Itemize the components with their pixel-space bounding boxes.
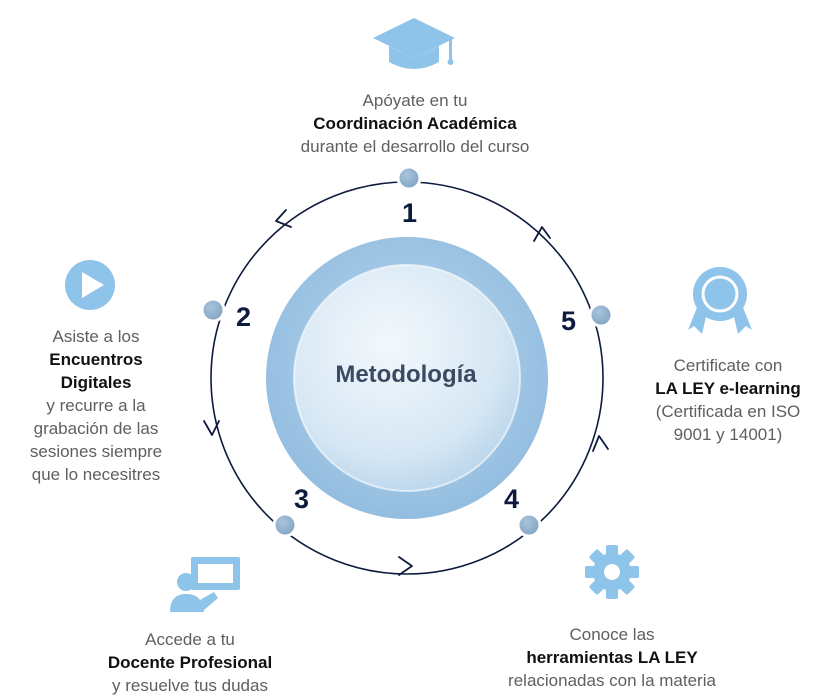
step-1-detail: durante el desarrollo del curso (300, 137, 530, 156)
node-3 (272, 512, 298, 538)
step-2-detail-1: y recurre a la (46, 396, 146, 415)
step-2-detail-3: sesiones siempre (29, 442, 163, 461)
step-4-intro: Conoce las (569, 625, 655, 644)
step-2-highlight-line-2: Digitales (60, 373, 132, 392)
step-number-5: 5 (561, 306, 577, 336)
step-2-detail-4: que lo necesitres (31, 465, 161, 484)
gear-icon (585, 545, 639, 599)
graduation-cap-icon (373, 18, 455, 69)
step-5-detail-1: (Certificada en ISO (655, 402, 801, 421)
step-1-text: Apóyate en tu Coordinación Académica dur… (230, 89, 600, 158)
step-3-detail: y resuelve tus dudas (112, 676, 268, 695)
award-ribbon-icon (688, 267, 752, 334)
node-5 (588, 302, 614, 328)
play-icon (65, 260, 115, 310)
step-5-text: Certificate con LA LEY e-learning (Certi… (628, 354, 828, 446)
step-5-intro: Certificate con (673, 356, 783, 375)
step-1-highlight: Coordinación Académica (313, 114, 517, 133)
step-4-detail: relacionadas con la materia (508, 671, 716, 690)
arrow-2-to-3 (203, 420, 220, 436)
step-3-intro: Accede a tu (145, 630, 235, 649)
step-number-3: 3 (294, 484, 310, 514)
step-2-highlight-line-1: Encuentros (49, 350, 143, 369)
node-4 (516, 512, 542, 538)
arrow-3-to-4 (398, 556, 413, 576)
arrow-4-to-5 (592, 435, 609, 452)
step-5-detail-2: 9001 y 14001) (673, 425, 783, 444)
step-4-highlight: herramientas LA LEY (526, 648, 698, 667)
step-number-1: 1 (402, 198, 418, 228)
step-number-4: 4 (504, 484, 520, 514)
step-2-text: Asiste a los Encuentros Digitales y recu… (6, 325, 186, 486)
step-4-text: Conoce las herramientas LA LEY relaciona… (470, 623, 754, 692)
step-3-text: Accede a tu Docente Profesional y resuel… (70, 628, 310, 697)
step-3-highlight: Docente Profesional (107, 653, 273, 672)
step-2-intro: Asiste a los (52, 327, 140, 346)
arrow-5-to-1 (533, 226, 551, 242)
node-1 (396, 165, 422, 191)
step-5-highlight: LA LEY e-learning (655, 379, 801, 398)
teacher-board-icon (170, 557, 240, 612)
center-inner-disc (293, 264, 521, 492)
step-2-detail-2: grabación de las (33, 419, 159, 438)
step-1-intro: Apóyate en tu (362, 91, 468, 110)
step-number-2: 2 (236, 302, 252, 332)
center-title: Metodología (335, 361, 477, 388)
node-2 (200, 297, 226, 323)
arrow-1-to-2 (275, 209, 292, 228)
